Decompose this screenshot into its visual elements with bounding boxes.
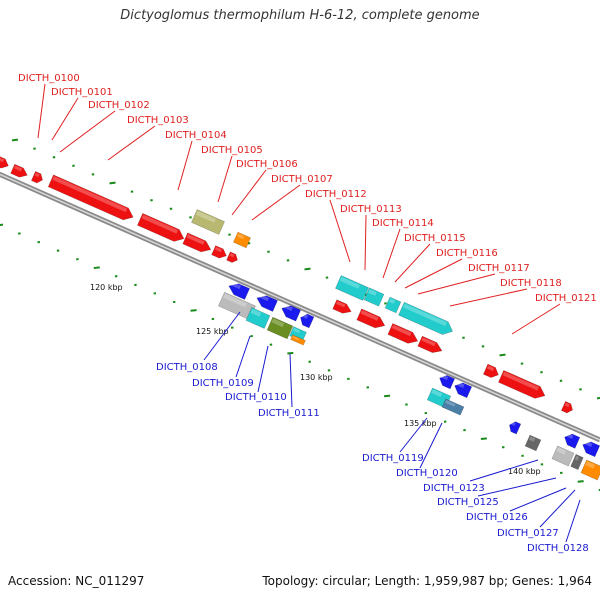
tick-label-135kbp: 135 kbp <box>404 419 437 428</box>
gene-feature-0109b[interactable] <box>254 292 278 312</box>
gene-label-0105[interactable]: DICTH_0105 <box>201 145 263 156</box>
gene-feature-0119b[interactable] <box>437 373 456 390</box>
gene-feature-0108[interactable] <box>226 280 250 300</box>
gene-feature-0118[interactable] <box>498 369 547 401</box>
genome-title: Dictyoglomus thermophilum H-6-12, comple… <box>120 8 480 23</box>
gene-feature-cyan-r1[interactable] <box>245 307 271 329</box>
gene-label-0113[interactable]: DICTH_0113 <box>340 204 402 215</box>
gene-feature-cyan-2[interactable] <box>363 287 385 307</box>
gene-feature-0121[interactable] <box>561 401 574 414</box>
gene-label-0102[interactable]: DICTH_0102 <box>88 100 150 111</box>
gene-feature-darkgray[interactable] <box>524 434 542 452</box>
gene-label-0128[interactable]: DICTH_0128 <box>527 543 589 554</box>
gene-feature-0110b[interactable] <box>279 303 302 322</box>
tick-label-130kbp: 130 kbp <box>300 373 333 382</box>
genome-backbone <box>0 171 600 443</box>
gene-feature-orange-c[interactable] <box>580 459 600 481</box>
gene-label-0101[interactable]: DICTH_0101 <box>51 87 113 98</box>
gene-feature-0100[interactable] <box>0 155 10 171</box>
gene-label-0121[interactable]: DICTH_0121 <box>535 293 597 304</box>
gene-label-0118[interactable]: DICTH_0118 <box>500 278 562 289</box>
gene-label-0103[interactable]: DICTH_0103 <box>127 115 189 126</box>
label-leader-lines <box>37 83 581 543</box>
gene-label-0106[interactable]: DICTH_0106 <box>236 159 298 170</box>
gene-feature-orange-b[interactable] <box>290 334 306 346</box>
gene-label-0112[interactable]: DICTH_0112 <box>305 189 367 200</box>
gene-feature-cyan-3[interactable] <box>384 296 402 314</box>
gene-feature-0120b[interactable] <box>452 380 473 399</box>
gene-feature-0105[interactable] <box>182 232 213 255</box>
accession-text: Accession: NC_011297 <box>8 574 145 588</box>
gene-feature-darkgray-2[interactable] <box>570 454 584 470</box>
gene-features[interactable] <box>0 155 600 481</box>
gene-feature-0115[interactable] <box>387 323 420 346</box>
reverse-gene-labels: DICTH_0108 DICTH_0109 DICTH_0110 DICTH_0… <box>156 362 589 554</box>
gene-feature-0101[interactable] <box>10 163 30 180</box>
gene-label-0125[interactable]: DICTH_0125 <box>437 497 499 508</box>
gene-label-0111[interactable]: DICTH_0111 <box>258 408 320 419</box>
gene-label-0116[interactable]: DICTH_0116 <box>436 248 498 259</box>
gene-feature-0126b[interactable] <box>580 439 600 458</box>
topology-text: Topology: circular; Length: 1,959,987 bp… <box>262 574 592 588</box>
gene-label-0109[interactable]: DICTH_0109 <box>192 378 254 389</box>
gene-label-0107[interactable]: DICTH_0107 <box>271 174 333 185</box>
gene-feature-0113[interactable] <box>356 308 387 331</box>
gene-label-0115[interactable]: DICTH_0115 <box>404 233 466 244</box>
gene-feature-0125b[interactable] <box>562 432 581 449</box>
gene-label-0126[interactable]: DICTH_0126 <box>466 512 528 523</box>
gene-feature-cyan-4[interactable] <box>398 301 456 337</box>
gene-feature-0116[interactable] <box>417 335 444 356</box>
gene-feature-0111b[interactable] <box>298 312 315 329</box>
tick-label-125kbp: 125 kbp <box>196 327 229 336</box>
gene-label-0100[interactable]: DICTH_0100 <box>18 73 80 84</box>
gene-feature-0106[interactable] <box>211 245 229 261</box>
gene-feature-gray-2[interactable] <box>551 445 575 467</box>
gene-feature-0102[interactable] <box>31 171 44 184</box>
gene-feature-0104[interactable] <box>137 212 186 244</box>
gene-feature-0103[interactable] <box>47 174 136 223</box>
gene-feature-cyan-1[interactable] <box>335 275 369 301</box>
gene-feature-steel[interactable] <box>441 398 465 416</box>
genome-map[interactable]: 120 kbp 125 kbp 130 kbp 135 kbp 140 kbp … <box>0 0 600 570</box>
gene-label-0114[interactable]: DICTH_0114 <box>372 218 434 229</box>
gene-feature-olive[interactable] <box>191 209 225 235</box>
gene-feature-0117[interactable] <box>482 363 500 380</box>
tick-label-140kbp: 140 kbp <box>508 467 541 476</box>
gene-label-0104[interactable]: DICTH_0104 <box>165 130 227 141</box>
gene-label-0123[interactable]: DICTH_0123 <box>423 483 485 494</box>
gene-label-0108[interactable]: DICTH_0108 <box>156 362 218 373</box>
gene-label-0127[interactable]: DICTH_0127 <box>497 528 559 539</box>
gene-label-0119[interactable]: DICTH_0119 <box>362 453 424 464</box>
gene-feature-orange-a[interactable] <box>232 231 252 249</box>
gene-label-0117[interactable]: DICTH_0117 <box>468 263 530 274</box>
gene-feature-green[interactable] <box>266 316 294 340</box>
gene-label-0120[interactable]: DICTH_0120 <box>396 468 458 479</box>
forward-gene-labels: DICTH_0100 DICTH_0101 DICTH_0102 DICTH_0… <box>18 73 597 304</box>
tick-label-120kbp: 120 kbp <box>90 283 123 292</box>
gene-label-0110[interactable]: DICTH_0110 <box>225 392 287 403</box>
gene-feature-0123b[interactable] <box>507 420 522 435</box>
gene-feature-0107[interactable] <box>226 251 240 264</box>
tick-labels: 120 kbp 125 kbp 130 kbp 135 kbp 140 kbp <box>90 283 541 476</box>
gene-feature-0112[interactable] <box>332 299 354 316</box>
